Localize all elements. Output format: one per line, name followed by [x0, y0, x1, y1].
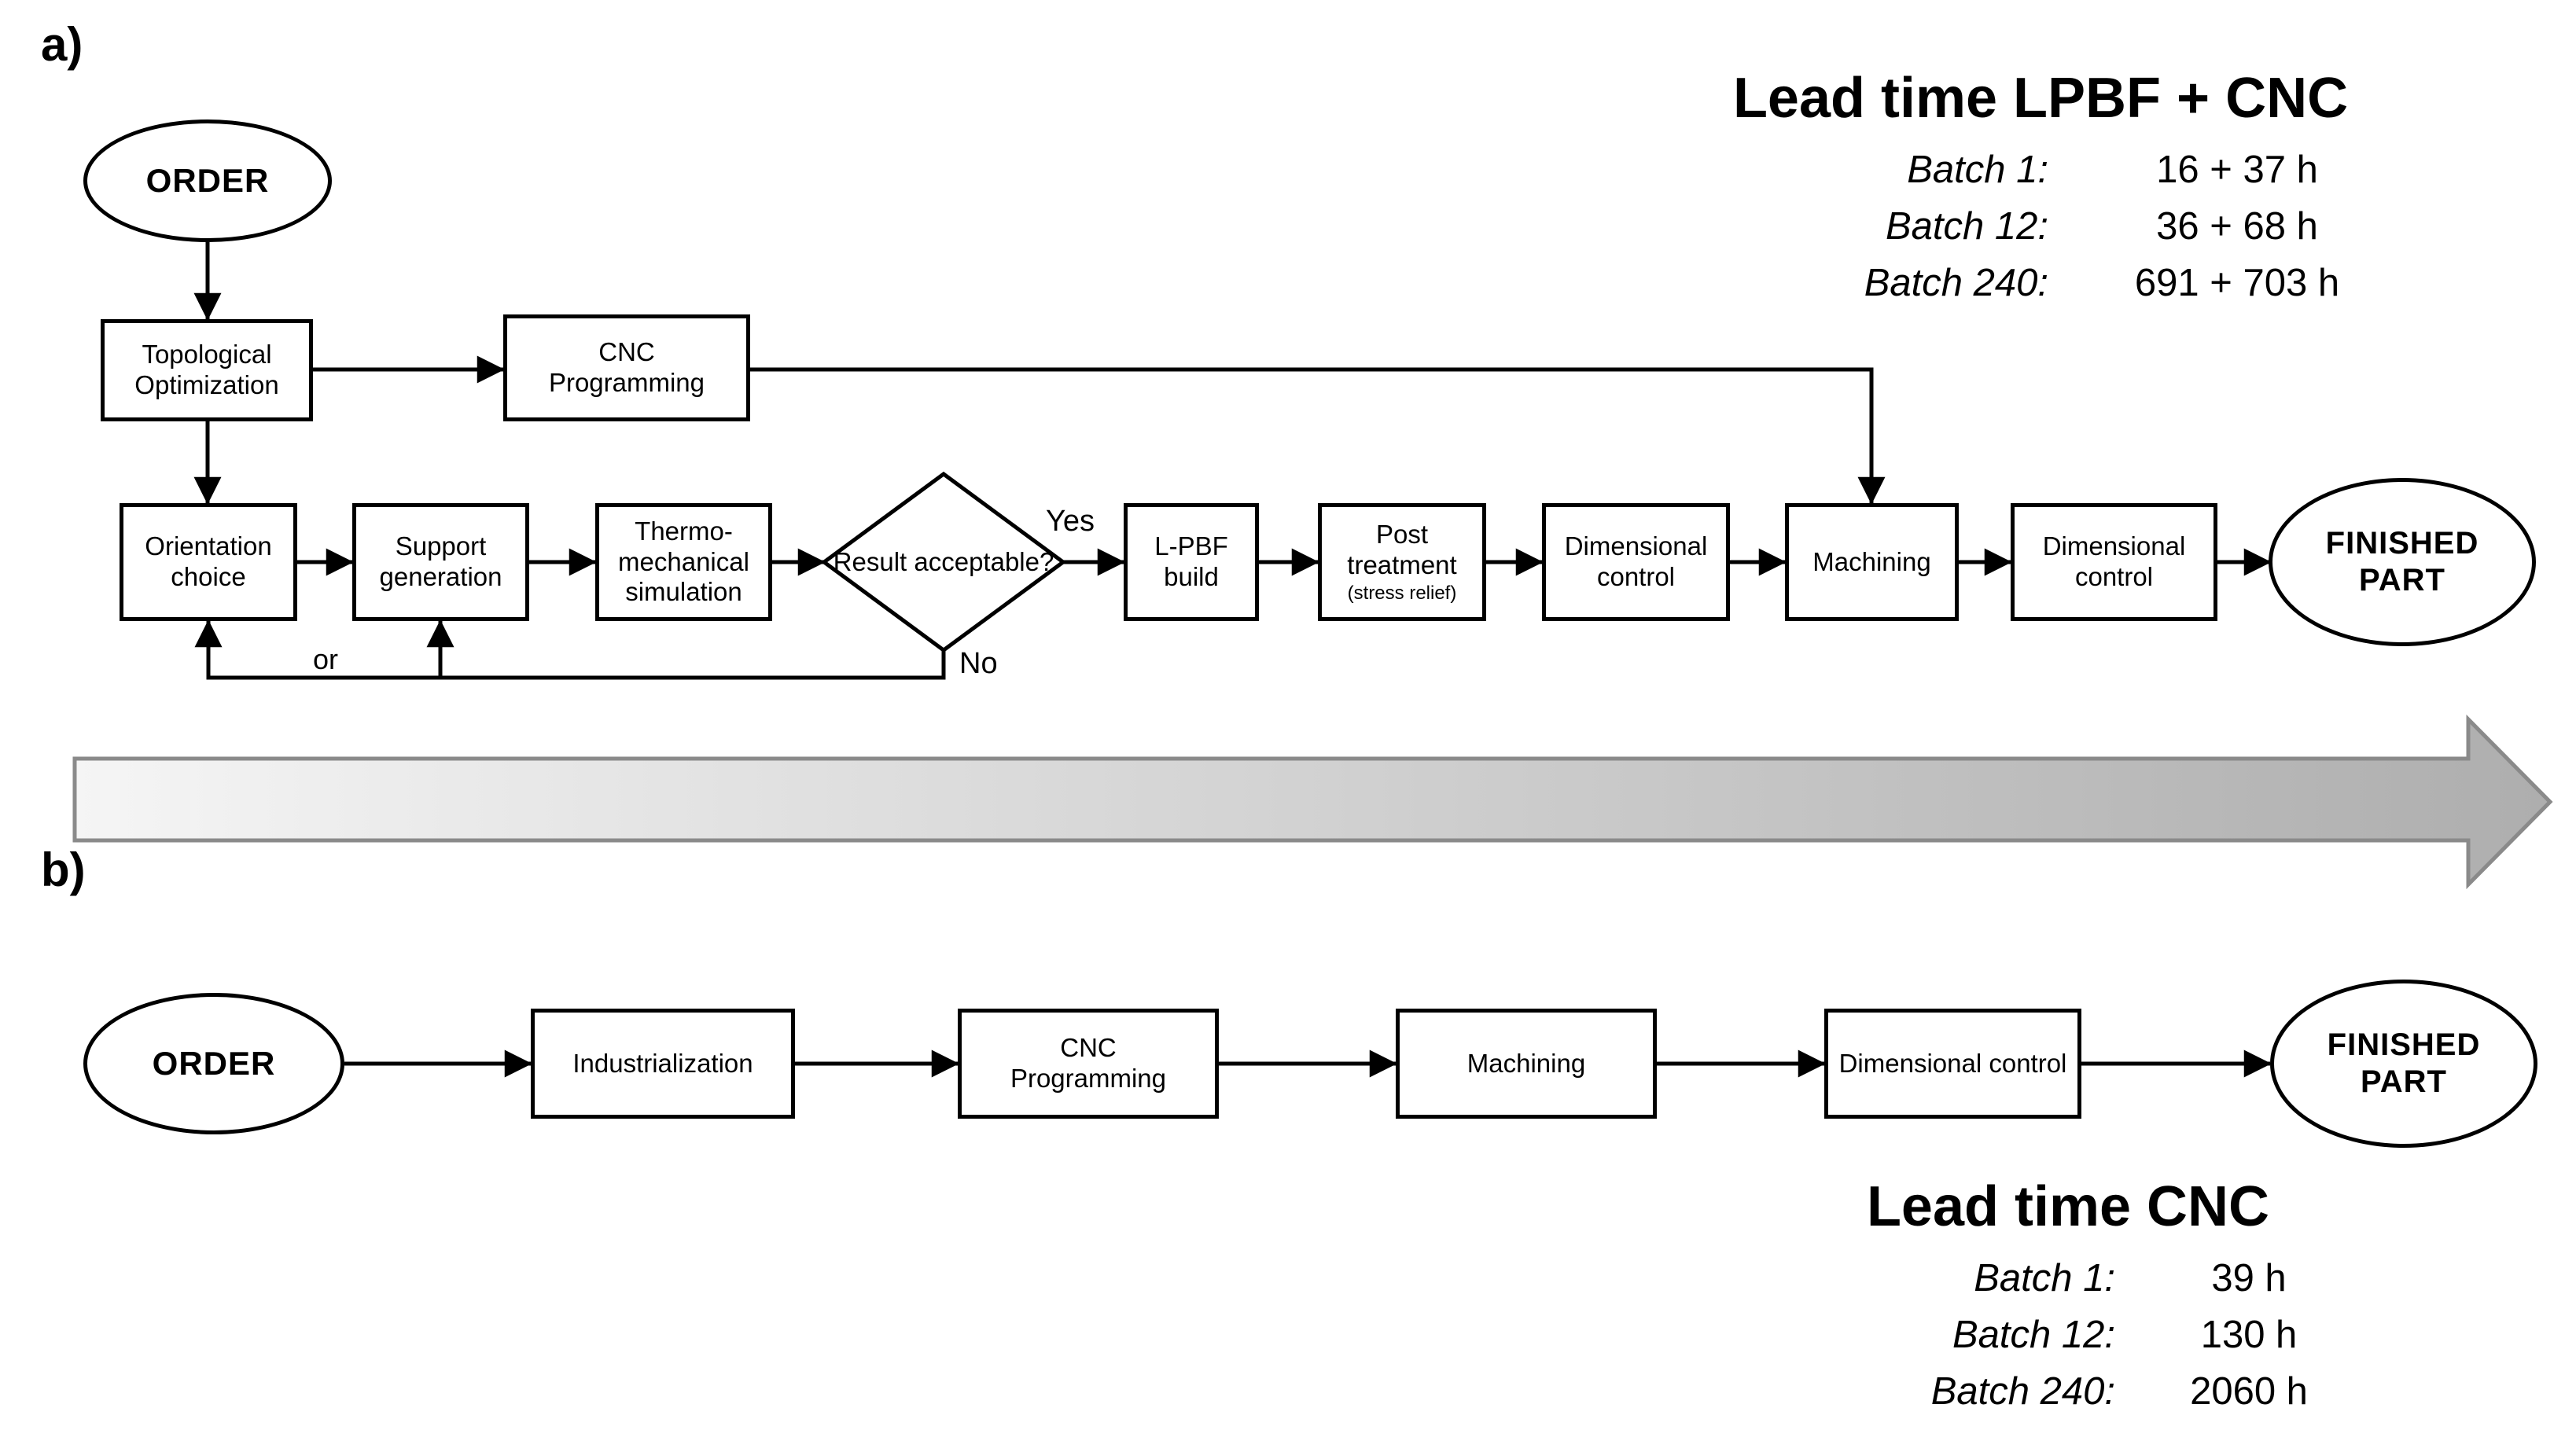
- thermo-mechanical-simulation-box: Thermo-mechanical simulation: [595, 503, 772, 621]
- lead-time-lpbf-cnc-block: Lead time LPBF + CNC Batch 1: 16 + 37 h …: [1655, 64, 2426, 311]
- lead-time-row: Batch 1: 16 + 37 h: [1907, 149, 2318, 192]
- lead-time-row: Batch 12: 36 + 68 h: [1885, 205, 2318, 248]
- orientation-choice-box: Orientation choice: [120, 503, 297, 621]
- result-acceptable-decision: Result acceptable?: [833, 546, 1054, 576]
- order-terminal-b: ORDER: [83, 993, 344, 1134]
- stress-relief-note: (stress relief): [1347, 582, 1457, 604]
- timeline-arrow: [72, 714, 2553, 890]
- cnc-programming-box-a: CNC Programming: [503, 314, 750, 421]
- dimensional-control-box-1: Dimensional control: [1542, 503, 1730, 621]
- dimensional-control-box-b: Dimensional control: [1824, 1009, 2081, 1119]
- topological-optimization-box: Topological Optimization: [101, 319, 313, 421]
- post-treatment-box: Post treatment (stress relief): [1318, 503, 1486, 621]
- machining-box-a: Machining: [1785, 503, 1959, 621]
- lead-time-cnc-block: Lead time CNC Batch 1: 39 h Batch 12: 13…: [1754, 1173, 2383, 1420]
- or-edge-label: or: [313, 643, 339, 675]
- no-edge-label: No: [959, 647, 998, 680]
- lead-time-lpbf-cnc-title: Lead time LPBF + CNC: [1732, 67, 2349, 130]
- finished-part-terminal-a: FINISHED PART: [2269, 478, 2536, 646]
- order-terminal-a: ORDER: [83, 119, 332, 242]
- lead-time-row: Batch 12: 130 h: [1952, 1314, 2298, 1357]
- lead-time-row: Batch 240: 2060 h: [1930, 1370, 2308, 1413]
- panel-a-label: a): [41, 18, 83, 71]
- finished-part-terminal-b: FINISHED PART: [2270, 980, 2537, 1148]
- industrialization-box: Industrialization: [531, 1009, 795, 1119]
- lead-time-row: Batch 1: 39 h: [1974, 1257, 2287, 1300]
- lead-time-cnc-title: Lead time CNC: [1866, 1175, 2270, 1238]
- post-treatment-label: Post treatment: [1347, 519, 1457, 579]
- dimensional-control-box-2: Dimensional control: [2011, 503, 2217, 621]
- panel-b-label: b): [41, 844, 86, 896]
- cnc-programming-box-b: CNC Programming: [958, 1009, 1219, 1119]
- support-generation-box: Support generation: [352, 503, 529, 621]
- machining-box-b: Machining: [1396, 1009, 1657, 1119]
- lead-time-row: Batch 240: 691 + 703 h: [1864, 262, 2340, 305]
- decision-diamond: [820, 471, 1067, 653]
- lpbf-build-box: L-PBF build: [1124, 503, 1259, 621]
- yes-edge-label: Yes: [1046, 505, 1095, 538]
